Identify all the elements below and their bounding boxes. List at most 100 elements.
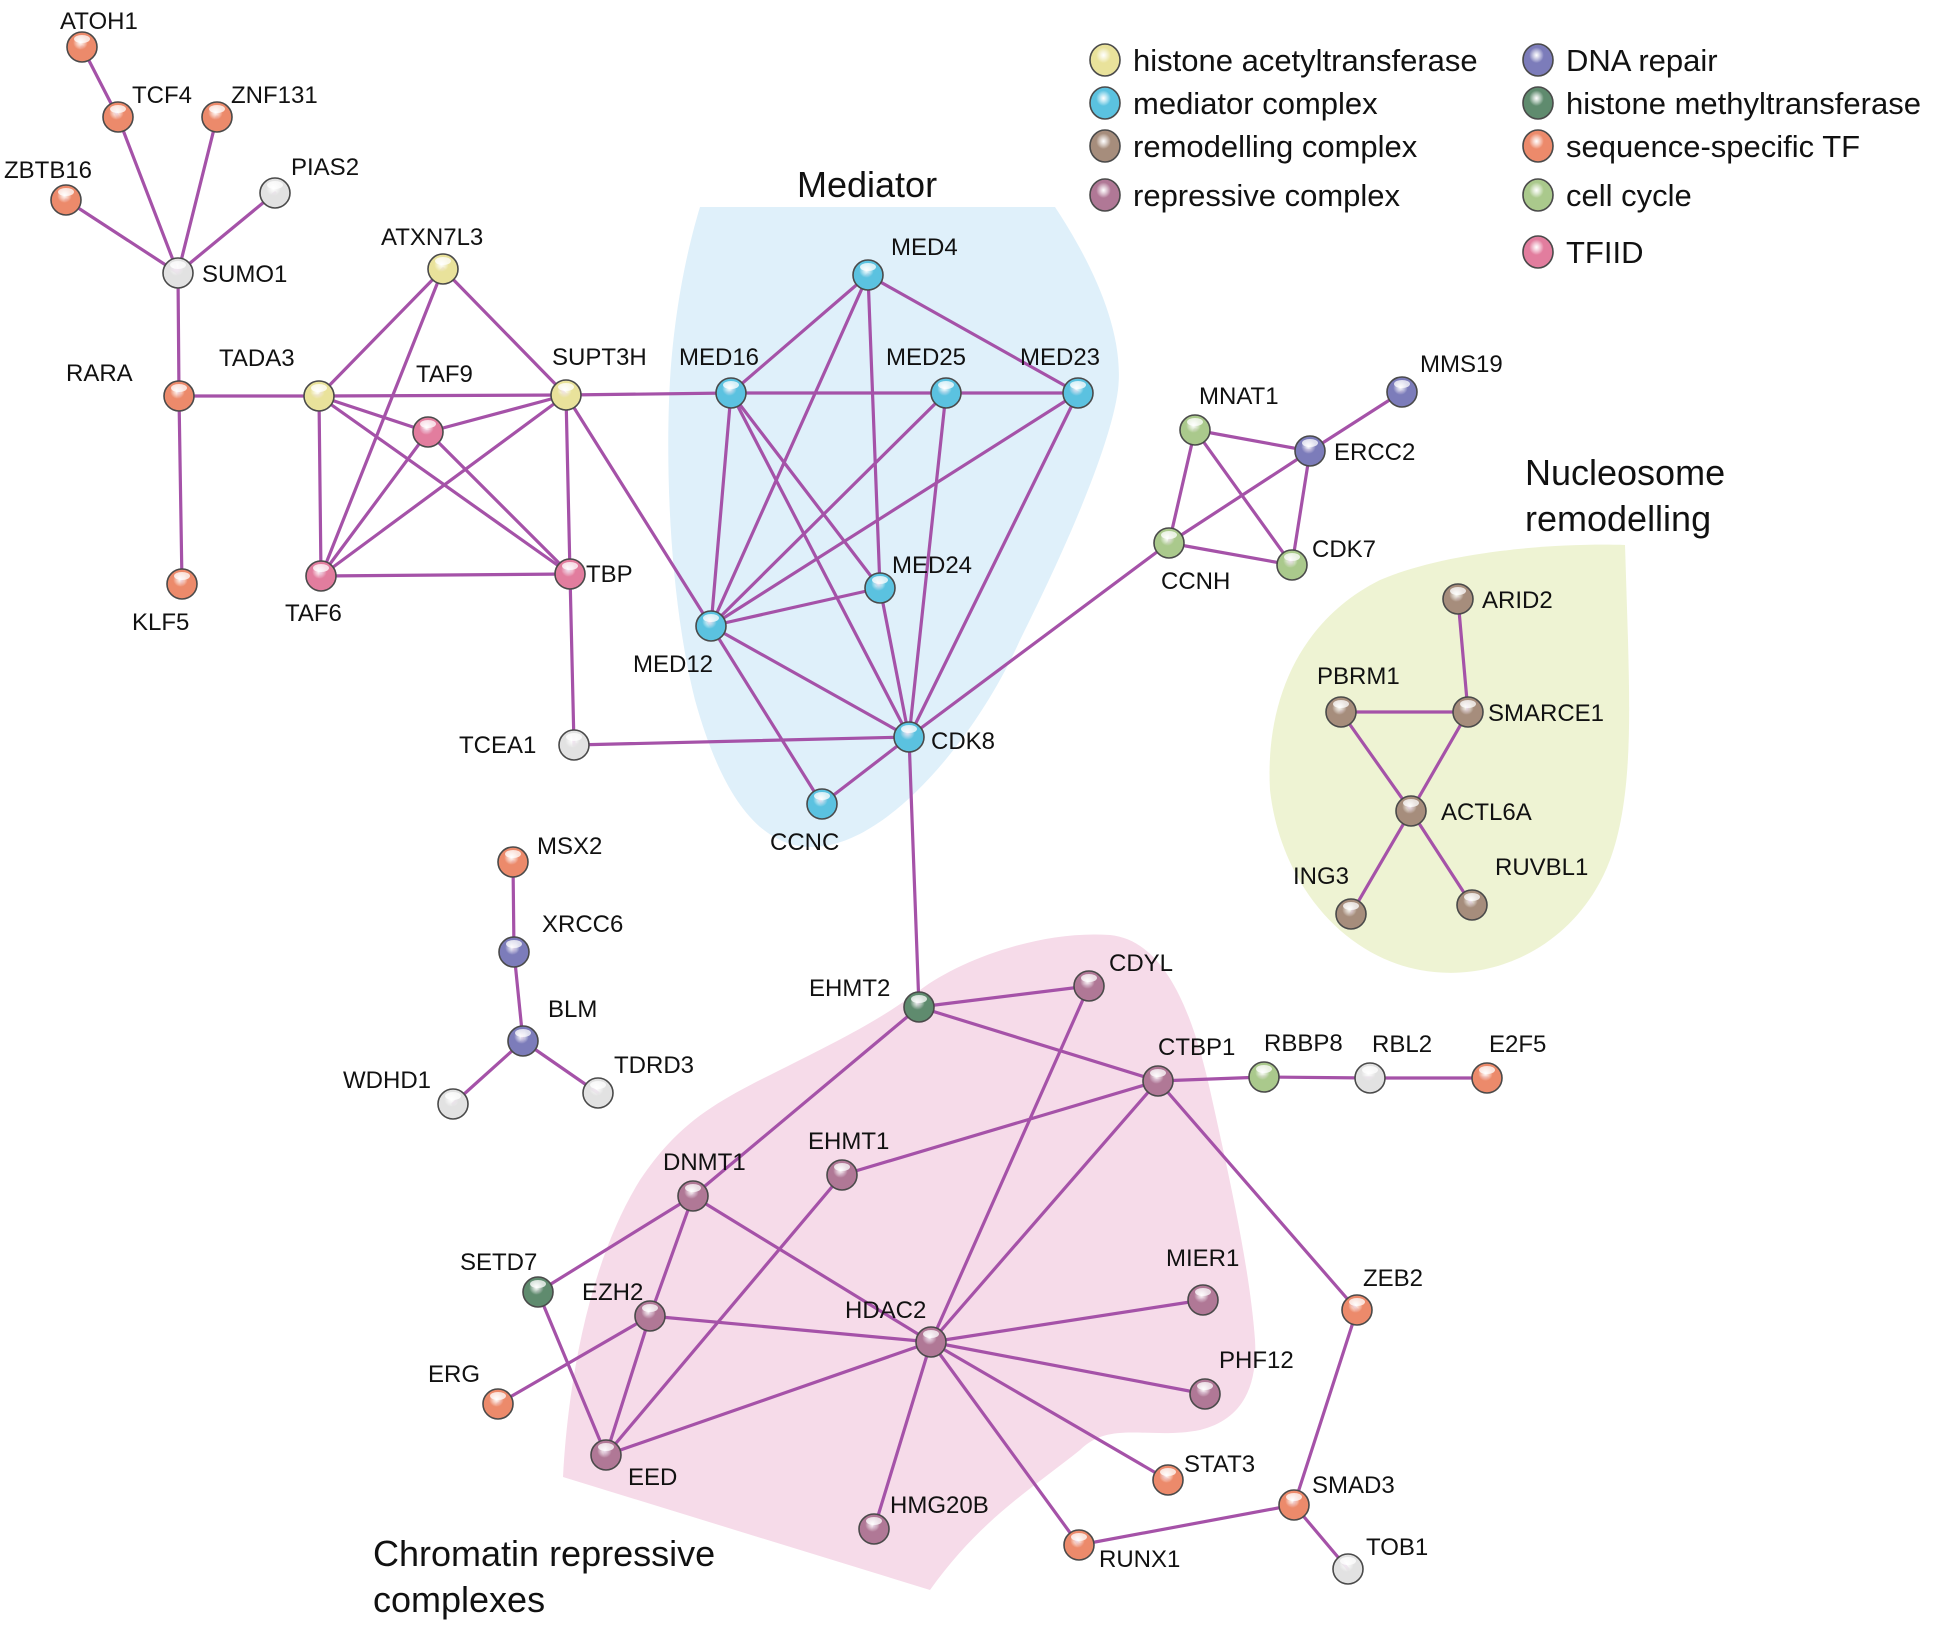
node-ccnc[interactable]: CCNC (770, 788, 839, 856)
node-ccnh[interactable]: CCNH (1153, 527, 1230, 595)
node-cdk7[interactable]: CDK7 (1276, 536, 1376, 581)
node-zeb2[interactable]: ZEB2 (1341, 1265, 1423, 1326)
node-setd7[interactable]: SETD7 (460, 1249, 554, 1308)
edge-tada3-supt3h (317, 393, 568, 398)
node-highlight (723, 381, 739, 389)
node-atxn7l3[interactable]: ATXN7L3 (381, 224, 483, 285)
edge-tada3-taf6 (317, 394, 323, 578)
node-tcf4[interactable]: TCF4 (102, 82, 192, 133)
legend-label: TFIID (1566, 235, 1644, 270)
node-med12[interactable]: MED12 (633, 610, 727, 678)
node-smad3[interactable]: SMAD3 (1278, 1472, 1395, 1521)
node-msx2[interactable]: MSX2 (497, 833, 602, 878)
node-highlight (1362, 1066, 1378, 1074)
node-rbl2[interactable]: RBL2 (1354, 1031, 1432, 1094)
node-label: MED25 (886, 344, 966, 371)
node-runx1[interactable]: RUNX1 (1063, 1529, 1180, 1573)
node-highlight (703, 614, 719, 622)
edge-mnat1-ccnh (1167, 428, 1197, 545)
node-ehmt1[interactable]: EHMT1 (808, 1128, 889, 1191)
node-mms19[interactable]: MMS19 (1386, 351, 1503, 408)
edge-arid2-smarce1 (1456, 597, 1470, 714)
node-sumo1[interactable]: SUMO1 (162, 257, 287, 289)
node-cdyl[interactable]: CDYL (1073, 950, 1173, 1002)
node-znf131[interactable]: ZNF131 (201, 82, 318, 133)
node-highlight (1150, 1069, 1166, 1077)
node-highlight (313, 564, 329, 572)
node-med4[interactable]: MED4 (852, 234, 958, 291)
node-med25[interactable]: MED25 (886, 344, 966, 409)
legend-swatch-icon (1089, 178, 1121, 212)
legend-label: cell cycle (1566, 178, 1692, 213)
node-actl6a[interactable]: ACTL6A (1395, 795, 1532, 827)
node-hdac2[interactable]: HDAC2 (845, 1297, 947, 1358)
edge-ercc2-ccnh (1167, 449, 1312, 545)
region-label-chromatin-line2: complexes (373, 1579, 545, 1620)
node-erg[interactable]: ERG (428, 1361, 514, 1420)
node-xrcc6[interactable]: XRCC6 (498, 911, 623, 968)
node-label: PHF12 (1219, 1347, 1294, 1374)
node-rbbp8[interactable]: RBBP8 (1248, 1030, 1343, 1093)
node-tob1[interactable]: TOB1 (1332, 1534, 1428, 1585)
node-taf9[interactable]: TAF9 (412, 361, 473, 448)
node-highlight (923, 1330, 939, 1338)
node-supt3h[interactable]: SUPT3H (550, 344, 647, 411)
node-e2f5[interactable]: E2F5 (1471, 1031, 1546, 1094)
node-highlight (872, 576, 888, 584)
node-cdk8[interactable]: CDK8 (893, 721, 995, 755)
node-taf6[interactable]: TAF6 (285, 560, 342, 627)
node-label: MMS19 (1420, 351, 1503, 378)
node-label: DNMT1 (663, 1149, 746, 1176)
edge-med23-med12 (709, 391, 1080, 628)
node-pbrm1[interactable]: PBRM1 (1317, 663, 1400, 728)
node-hmg20b[interactable]: HMG20B (858, 1492, 989, 1545)
node-highlight (267, 181, 283, 189)
edge-taf9-supt3h (426, 393, 568, 434)
edge-med24-med12 (709, 586, 882, 628)
node-tada3[interactable]: TADA3 (219, 345, 335, 412)
edge-rbbp8-rbl2 (1262, 1075, 1372, 1080)
node-mier1[interactable]: MIER1 (1166, 1245, 1239, 1316)
node-med23[interactable]: MED23 (1020, 344, 1100, 409)
edge-znf131-sumo1 (176, 115, 219, 275)
node-ctbp1[interactable]: CTBP1 (1142, 1034, 1235, 1097)
node-klf5[interactable]: KLF5 (132, 568, 198, 636)
node-ercc2[interactable]: ERCC2 (1294, 435, 1415, 467)
node-tcea1[interactable]: TCEA1 (459, 729, 590, 761)
edge-dnmt1-hdac2 (691, 1194, 933, 1344)
region-label-nucleosome-line2: remodelling (1525, 498, 1711, 539)
node-ehmt2[interactable]: EHMT2 (809, 975, 935, 1023)
node-tbp[interactable]: TBP (554, 558, 633, 590)
node-dnmt1[interactable]: DNMT1 (663, 1149, 746, 1212)
node-smarce1[interactable]: SMARCE1 (1452, 696, 1604, 728)
node-ezh2[interactable]: EZH2 (582, 1279, 666, 1332)
node-highlight (1333, 700, 1349, 708)
node-atoh1[interactable]: ATOH1 (60, 8, 138, 63)
node-ing3[interactable]: ING3 (1293, 863, 1367, 930)
node-arid2[interactable]: ARID2 (1442, 583, 1553, 615)
node-tdrd3[interactable]: TDRD3 (582, 1052, 694, 1109)
node-label: SUPT3H (552, 344, 647, 371)
node-rara[interactable]: RARA (66, 360, 195, 412)
nucleosome-region (1269, 544, 1630, 973)
node-eed[interactable]: EED (590, 1439, 677, 1491)
edge-med16-med12 (709, 391, 733, 628)
node-pias2[interactable]: PIAS2 (259, 154, 359, 209)
node-med24[interactable]: MED24 (864, 552, 972, 604)
node-label: PIAS2 (291, 154, 359, 181)
node-stat3[interactable]: STAT3 (1152, 1451, 1255, 1496)
node-highlight (558, 383, 574, 391)
edge-hdac2-mier1 (929, 1298, 1205, 1344)
node-wdhd1[interactable]: WDHD1 (343, 1067, 469, 1120)
node-label: ERCC2 (1334, 439, 1415, 466)
node-med16[interactable]: MED16 (679, 344, 759, 409)
node-blm[interactable]: BLM (507, 996, 597, 1057)
node-phf12[interactable]: PHF12 (1189, 1347, 1294, 1410)
node-highlight (490, 1392, 506, 1400)
node-mnat1[interactable]: MNAT1 (1179, 383, 1279, 446)
node-highlight (1081, 974, 1097, 982)
node-label: TDRD3 (614, 1052, 694, 1079)
node-ruvbl1[interactable]: RUVBL1 (1456, 854, 1588, 921)
node-highlight (1349, 1298, 1365, 1306)
node-zbtb16[interactable]: ZBTB16 (4, 157, 92, 216)
